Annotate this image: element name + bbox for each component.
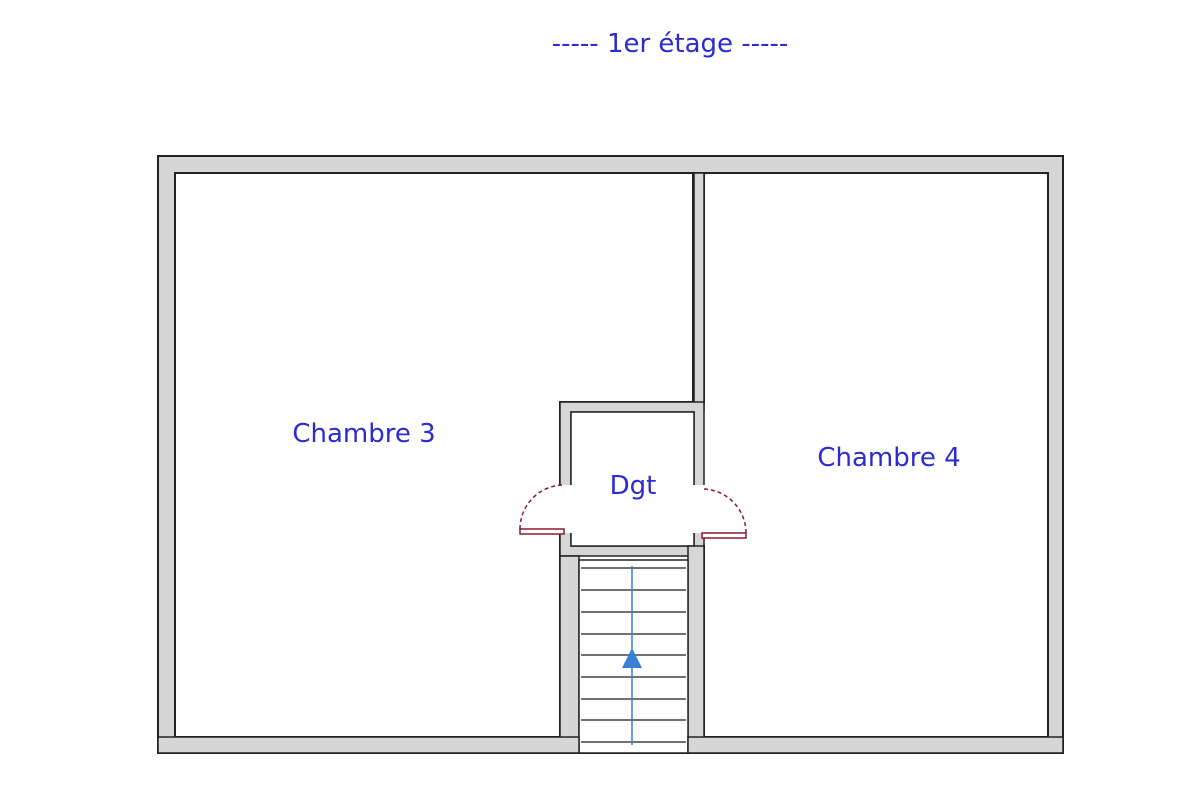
- label-chambre-3: Chambre 3: [292, 419, 435, 449]
- stair-arrow-head-icon: [622, 648, 642, 668]
- floor-title: ----- 1er étage -----: [552, 29, 788, 59]
- bottom-wall-left: [157, 736, 580, 754]
- door-opening-left: [558, 485, 573, 533]
- bottom-wall-right: [687, 736, 1064, 754]
- stair-wall-left: [559, 555, 580, 754]
- stair-treads: [581, 567, 686, 743]
- partition-wall-top: [693, 172, 705, 411]
- label-dgt: Dgt: [610, 471, 657, 501]
- door-opening-right: [692, 485, 707, 533]
- door-left-icon: [519, 484, 565, 535]
- stair-wall-right: [687, 545, 705, 754]
- room-dgt: [570, 411, 695, 547]
- label-chambre-4: Chambre 4: [817, 443, 960, 473]
- door-right-icon: [701, 488, 747, 539]
